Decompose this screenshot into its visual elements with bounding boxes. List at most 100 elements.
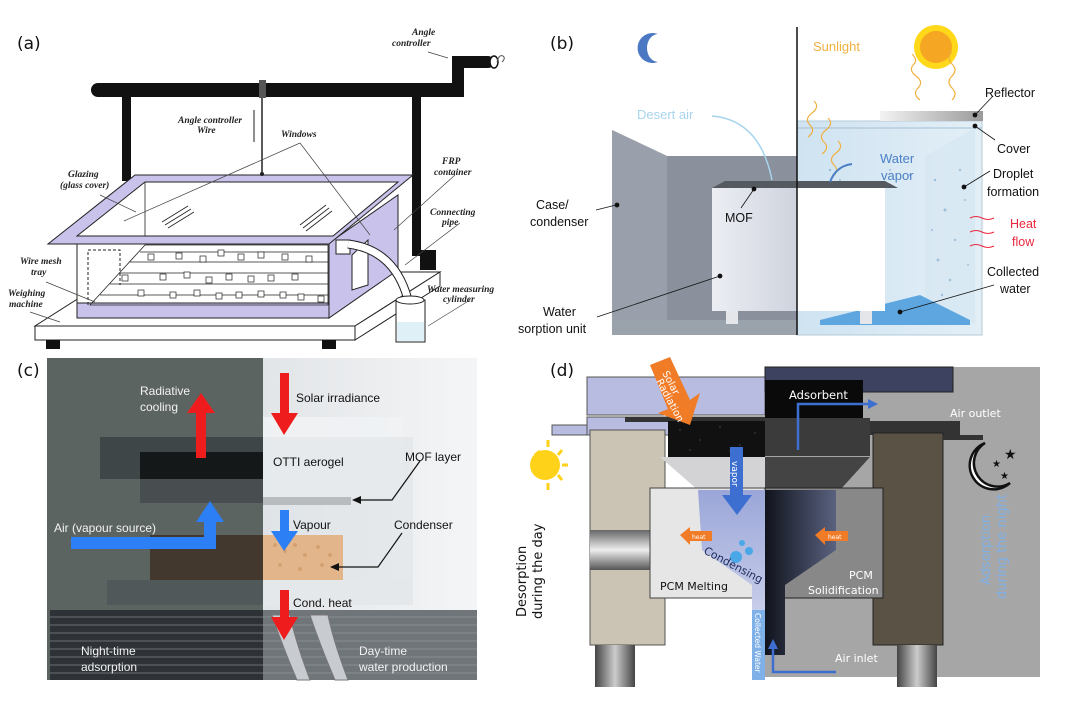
cond-heat-arrow — [271, 590, 298, 640]
label-angle-controller-2: controller — [392, 39, 431, 49]
label-pcm-melting: PCM Melting — [660, 580, 728, 593]
label-day-time-2: water production — [358, 660, 448, 674]
label-vapour: Vapour — [293, 518, 331, 532]
water-vapor-arrow — [829, 163, 853, 183]
label-mof-layer: MOF layer — [405, 450, 461, 464]
label-glazing: Glazing — [68, 170, 99, 180]
adsorbent-left — [668, 421, 765, 457]
label-heat-left: heat — [692, 534, 706, 541]
label-desert-air: Desert air — [637, 107, 694, 122]
label-water-vapor: Water — [880, 151, 915, 166]
label-sorption-2: sorption unit — [518, 322, 587, 336]
label-air-vapour-source: Air (vapour source) — [54, 521, 156, 535]
leader-lines — [595, 95, 996, 318]
label-weighing-2: machine — [9, 300, 44, 310]
moon-icon — [637, 33, 658, 63]
water-sorption-unit — [712, 181, 898, 324]
desert-air-arrow — [711, 115, 773, 181]
device-stack — [100, 417, 413, 605]
label-cover: Cover — [997, 142, 1030, 156]
label-air-outlet: Air outlet — [950, 407, 1001, 420]
heat-arrow-right — [815, 527, 848, 545]
solar-radiation-arrow — [650, 357, 700, 425]
panel-c-label: (c) — [17, 361, 40, 381]
label-sorption: Water — [543, 305, 576, 319]
air-vapour-arrow — [71, 501, 224, 549]
label-angle-controller-wire: Angle controller — [177, 116, 242, 126]
svg-text:★: ★ — [1000, 471, 1009, 482]
angle-frame — [91, 55, 505, 256]
connecting-pipe — [335, 239, 413, 302]
label-cond-heat: Cond. heat — [293, 596, 352, 610]
panel-d: (d) — [515, 355, 1080, 720]
panel-b: (b) — [518, 0, 1080, 355]
moon-stars-icon: ★ ★ ★ — [968, 441, 1017, 491]
label-frp: FRP — [441, 157, 461, 167]
label-heat-2: flow — [1012, 235, 1035, 249]
panel-c: (c) — [0, 355, 540, 720]
label-solar-irradiance: Solar irradiance — [296, 391, 380, 405]
sun-icon — [914, 25, 958, 69]
adsorbent-chamber — [765, 418, 870, 456]
label-mof: MOF — [725, 211, 753, 225]
housing-right — [764, 366, 983, 687]
leader-lines — [29, 51, 471, 327]
leader-lines — [337, 460, 421, 568]
label-adsorption-2: during the night — [995, 494, 1010, 599]
mof-harvester-diagram: Sunlight Desert air Water vapor Reflecto… — [518, 25, 1039, 336]
pcm-harvester-diagram: ★ ★ ★ Solar Radiation Adsorbent Air outl… — [515, 357, 1040, 687]
label-desorption: Desorption — [515, 546, 530, 617]
label-angle-controller-wire-2: Wire — [197, 126, 216, 136]
svg-text:★: ★ — [992, 459, 1001, 470]
label-wire-mesh: Wire mesh — [20, 257, 62, 267]
label-glazing-2: (glass cover) — [60, 180, 109, 191]
solar-irradiance-arrow — [271, 373, 298, 435]
adsorbent-block — [765, 380, 863, 418]
radiative-cooling-device: Radiative cooling Solar irradiance OTTI … — [47, 358, 477, 681]
label-cylinder-2: cylinder — [443, 295, 475, 305]
label-collected-water: Collected Water — [753, 613, 762, 674]
label-radiative: Radiative — [140, 384, 190, 398]
radiative-cooling-arrow — [187, 393, 215, 458]
adsorbent-speckles — [679, 426, 756, 452]
label-water-vapor-2: vapor — [881, 168, 914, 183]
label-angle-controller: Angle — [411, 28, 436, 38]
water-drops-icon — [730, 540, 753, 563]
vapor-arrow — [730, 447, 743, 497]
label-pcm-solidification-2: Solidification — [808, 584, 879, 597]
label-collected: Collected — [987, 265, 1039, 279]
label-sunlight: Sunlight — [813, 39, 860, 54]
label-cylinder: Water measuring — [427, 285, 494, 295]
label-night-time-2: adsorption — [81, 660, 137, 674]
label-air-inlet: Air inlet — [835, 652, 878, 665]
label-frp-2: container — [434, 168, 472, 178]
panel-a-label: (a) — [17, 34, 41, 54]
label-radiative-2: cooling — [140, 400, 178, 414]
panel-a: (a) — [0, 0, 540, 355]
label-weighing: Weighing — [8, 289, 46, 299]
leader-arrowheads — [330, 496, 361, 571]
panel-b-label: (b) — [550, 34, 575, 54]
label-night-time: Night-time — [81, 644, 136, 658]
frp-container — [76, 194, 399, 319]
water-measuring-cylinder — [395, 295, 426, 343]
glazing-glass-cover — [46, 172, 415, 245]
label-collected-2: water — [999, 282, 1031, 296]
label-connecting-pipe: Connecting — [430, 208, 476, 218]
label-droplet: Droplet — [993, 167, 1034, 181]
sun-disc — [530, 450, 560, 480]
label-case-2: condenser — [530, 215, 588, 229]
label-desorption-2: during the day — [531, 523, 546, 619]
label-adsorbent: Adsorbent — [789, 388, 848, 402]
panel-d-label: (d) — [550, 361, 575, 381]
air-flow-arrows — [771, 402, 868, 674]
label-day-time: Day-time — [359, 644, 407, 658]
label-connecting-pipe-2: pipe — [441, 218, 459, 228]
label-heat: Heat — [1010, 217, 1037, 231]
label-droplet-2: formation — [987, 185, 1039, 199]
heat-sink — [50, 610, 477, 681]
label-reflector: Reflector — [985, 86, 1035, 100]
label-windows: Windows — [281, 130, 317, 140]
vapour-arrow — [271, 510, 298, 551]
reflector — [880, 111, 983, 121]
